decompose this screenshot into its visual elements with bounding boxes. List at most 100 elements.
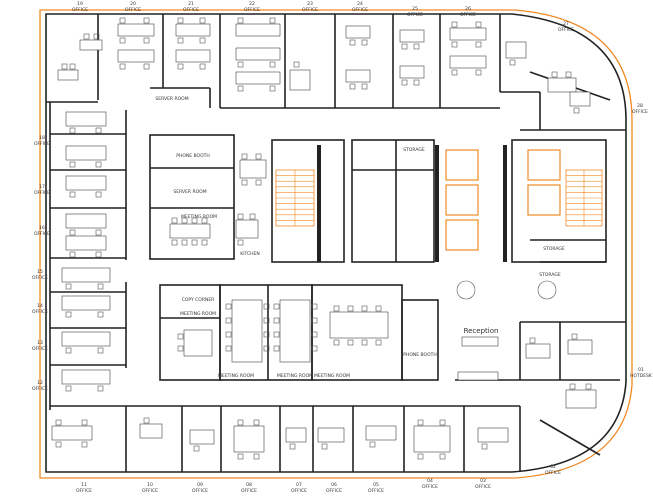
chair xyxy=(375,339,382,346)
storage-label: STORAGE xyxy=(403,147,425,153)
chair xyxy=(181,239,188,246)
office-labels: 19 OFFICE 20 OFFICE 21 OFFICE 22 OFFICE … xyxy=(32,1,653,494)
chair xyxy=(253,453,260,460)
chair xyxy=(273,331,280,338)
kitchen-label: KITCHEN xyxy=(240,251,260,257)
desk xyxy=(505,41,527,59)
chair xyxy=(95,229,102,236)
desk xyxy=(413,425,451,453)
chair xyxy=(401,79,408,86)
chair xyxy=(237,419,244,426)
chair xyxy=(475,21,482,28)
office-label: OFFICE xyxy=(326,488,342,494)
desk xyxy=(329,311,389,339)
chair xyxy=(375,305,382,312)
chair xyxy=(439,453,446,460)
chair xyxy=(413,79,420,86)
chair xyxy=(97,311,104,318)
chair xyxy=(361,39,368,46)
chair xyxy=(181,217,188,224)
office-label: OFFICE xyxy=(460,12,476,18)
desk xyxy=(183,329,213,357)
office-number: 11 xyxy=(81,482,87,488)
desk xyxy=(175,49,211,63)
office-number: 26 xyxy=(465,6,471,12)
chair xyxy=(273,303,280,310)
lift-shafts xyxy=(445,149,561,251)
chair xyxy=(225,317,232,324)
chair xyxy=(237,453,244,460)
meeting-room-label: MEETING ROOM xyxy=(277,373,313,379)
top-office-row xyxy=(46,14,540,109)
office-number: 04 xyxy=(427,478,433,484)
chair xyxy=(289,443,296,450)
chair xyxy=(171,217,178,224)
desk xyxy=(239,159,267,179)
desk xyxy=(65,111,107,127)
desk xyxy=(79,39,103,51)
desk xyxy=(235,71,281,85)
chair xyxy=(225,345,232,352)
chair xyxy=(361,305,368,312)
chair xyxy=(65,347,72,354)
office-number: 07 xyxy=(296,482,302,488)
desk xyxy=(345,69,371,83)
chair xyxy=(93,33,100,40)
outer-wall xyxy=(45,13,627,473)
chair xyxy=(311,317,318,324)
chair xyxy=(199,37,206,44)
chair xyxy=(241,153,248,160)
desk xyxy=(57,69,79,81)
chair xyxy=(509,59,516,66)
chair xyxy=(69,229,76,236)
office-label: OFFICE xyxy=(475,484,491,490)
server-room-label: SERVER ROOM xyxy=(155,96,188,102)
chair xyxy=(171,239,178,246)
chair xyxy=(143,17,150,24)
office-number: 05 xyxy=(373,482,379,488)
office-label: OFFICE xyxy=(558,27,574,33)
chair xyxy=(253,419,260,426)
desk xyxy=(285,427,307,443)
chair xyxy=(255,153,262,160)
office-number: 28 xyxy=(637,103,643,109)
chair xyxy=(95,127,102,134)
desk xyxy=(399,65,425,79)
chair xyxy=(81,441,88,448)
chair xyxy=(225,331,232,338)
desk xyxy=(547,77,577,93)
desk xyxy=(65,175,107,191)
chair xyxy=(263,303,270,310)
office-number: 06 xyxy=(331,482,337,488)
office-label: OFFICE xyxy=(34,231,50,237)
reception-lobby-chair xyxy=(537,280,557,300)
desk xyxy=(567,339,593,355)
desk xyxy=(235,219,259,239)
desk xyxy=(279,299,311,363)
chair xyxy=(143,37,150,44)
chair xyxy=(69,63,76,70)
office-number: 09 xyxy=(197,482,203,488)
chair xyxy=(199,17,206,24)
chair xyxy=(311,303,318,310)
desk xyxy=(51,425,93,441)
office-number: 01 xyxy=(638,367,644,373)
chair xyxy=(69,251,76,258)
office-label: OFFICE xyxy=(34,190,50,196)
office-label: OFFICE xyxy=(422,484,438,490)
chair xyxy=(143,63,150,70)
chair xyxy=(349,39,356,46)
office-label: OFFICE xyxy=(142,488,158,494)
office-number: 25 xyxy=(412,6,418,12)
chair xyxy=(177,63,184,70)
chair xyxy=(475,69,482,76)
chair xyxy=(225,303,232,310)
desk xyxy=(139,423,163,439)
office-label: OFFICE xyxy=(72,7,88,13)
chair xyxy=(269,85,276,92)
chair xyxy=(311,345,318,352)
office-number: 24 xyxy=(357,1,363,7)
chair xyxy=(69,127,76,134)
chair xyxy=(269,17,276,24)
